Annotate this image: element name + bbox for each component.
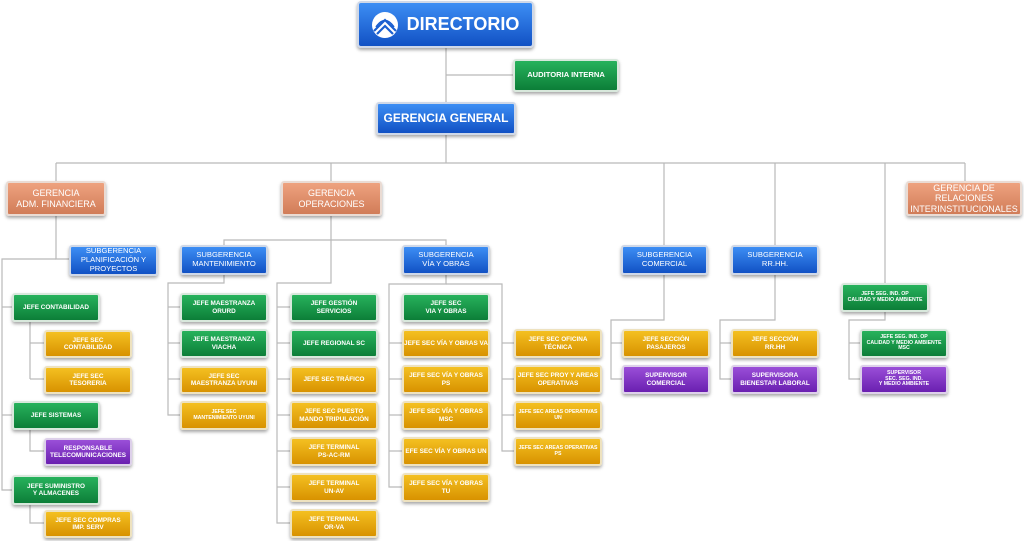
node-jefe-oficina-tecnica[interactable]: JEFE SEC OFICINA TÉCNICA (514, 329, 602, 358)
node-jefe-gestion-servicios[interactable]: JEFE GESTIÓN SERVICIOS (290, 293, 378, 322)
node-jefe-sec-tesoreria[interactable]: JEFE SEC TESORERIA (44, 366, 132, 394)
node-jefe-sec-mantenimiento-uyuni[interactable]: JEFE SEC MANTENIMIENTO UYUNI (180, 401, 268, 430)
node-jefe-contabilidad[interactable]: JEFE CONTABILIDAD (12, 293, 100, 322)
node-jefe-sec-via-obras[interactable]: JEFE SEC VIA Y OBRAS (402, 293, 490, 322)
node-jefe-proy-areas[interactable]: JEFE SEC PROY Y AREAS OPERATIVAS (514, 365, 602, 394)
node-jefe-via-obras-tu[interactable]: JEFE SEC VÍA Y OBRAS TU (402, 473, 490, 502)
node-gerencia-adm-financiera[interactable]: GERENCIA ADM. FINANCIERA (6, 181, 106, 216)
directorio-label: DIRECTORIO (406, 14, 520, 35)
node-sub-via-obras[interactable]: SUBGERENCIA VÍA Y OBRAS (402, 245, 490, 275)
node-jefe-suministro[interactable]: JEFE SUMINISTRO Y ALMACENES (12, 475, 100, 505)
node-jefe-seg-ind-op[interactable]: JEFE SEG. IND. OP CALIDAD Y MEDIO AMBIEN… (841, 283, 929, 312)
node-jefe-areas-operativas-ps[interactable]: JEFE SEC AREAS OPERATIVAS PS (514, 437, 602, 466)
node-jefe-terminal-un[interactable]: JEFE TERMINAL UN-AV (290, 473, 378, 502)
node-jefe-terminal-ps[interactable]: JEFE TERMINAL PS-AC-RM (290, 437, 378, 466)
node-gerencia-relaciones[interactable]: GERENCIA DE RELACIONES INTERINSTITUCIONA… (906, 181, 1022, 216)
node-jefe-regional-sc[interactable]: JEFE REGIONAL SC (290, 329, 378, 358)
node-jefe-seg-ind-op-msc[interactable]: JEFE SEG. IND. OP CALIDAD Y MEDIO AMBIEN… (860, 329, 948, 358)
node-sub-mantenimiento[interactable]: SUBGERENCIA MANTENIMIENTO (180, 245, 268, 275)
node-jefe-via-obras-un[interactable]: EFE SEC VÍA Y OBRAS UN (402, 437, 490, 466)
node-gerencia-operaciones[interactable]: GERENCIA OPERACIONES (281, 181, 382, 216)
node-jefe-sec-maestranza-uyuni[interactable]: JEFE SEC MAESTRANZA UYUNI (180, 366, 268, 394)
node-jefe-sistemas[interactable]: JEFE SISTEMAS (12, 401, 100, 430)
node-jefe-maestranza-viacha[interactable]: JEFE MAESTRANZA VIACHA (180, 329, 268, 358)
node-jefe-terminal-or[interactable]: JEFE TERMINAL OR-VA (290, 509, 378, 538)
node-jefe-sec-compras[interactable]: JEFE SEC COMPRAS IMP. SERV (44, 510, 132, 538)
node-jefe-seccion-rrhh[interactable]: JEFE SECCIÓN RR.HH (731, 329, 819, 358)
node-jefe-via-obras-va[interactable]: JEFE SEC VÍA Y OBRAS VA (402, 329, 490, 358)
node-directorio[interactable]: DIRECTORIO (357, 1, 534, 48)
node-jefe-sec-puesto-mando[interactable]: JEFE SEC PUESTO MANDO TRIPULACIÓN (290, 401, 378, 430)
node-jefe-seccion-pasajeros[interactable]: JEFE SECCIÓN PASAJEROS (622, 329, 710, 358)
node-jefe-areas-operativas-un[interactable]: JEFE SEC AREAS OPERATIVAS UN (514, 401, 602, 430)
node-gerencia-general[interactable]: GERENCIA GENERAL (376, 102, 516, 135)
node-auditoria-interna[interactable]: AUDITORIA INTERNA (513, 59, 619, 92)
node-jefe-sec-trafico[interactable]: JEFE SEC TRÁFICO (290, 366, 378, 394)
company-logo-icon (371, 11, 398, 38)
node-sub-planificacion[interactable]: SUBGERENCIA PLANIFICACIÓN Y PROYECTOS (69, 245, 158, 276)
node-supervisor-seg-ind[interactable]: SUPERVISOR SEC. SEG. IND. Y MEDIO AMBIEN… (860, 365, 948, 394)
node-sub-rrhh[interactable]: SUBGERENCIA RR.HH. (731, 245, 819, 275)
node-supervisor-comercial[interactable]: SUPERVISOR COMERCIAL (622, 365, 710, 394)
node-jefe-via-obras-msc[interactable]: JEFE SEC VÍA Y OBRAS MSC (402, 401, 490, 430)
node-jefe-via-obras-ps[interactable]: JEFE SEC VÍA Y OBRAS PS (402, 365, 490, 394)
node-responsable-telecom[interactable]: RESPONSABLE TELECOMUNICACIONES (44, 438, 132, 466)
node-sub-comercial[interactable]: SUBGERENCIA COMERCIAL (621, 245, 708, 275)
node-jefe-sec-contabilidad[interactable]: JEFE SEC CONTABILIDAD (44, 330, 132, 358)
node-jefe-maestranza-orurd[interactable]: JEFE MAESTRANZA ORURD (180, 293, 268, 322)
node-supervisora-bienestar[interactable]: SUPERVISORA BIENESTAR LABORAL (731, 365, 819, 394)
